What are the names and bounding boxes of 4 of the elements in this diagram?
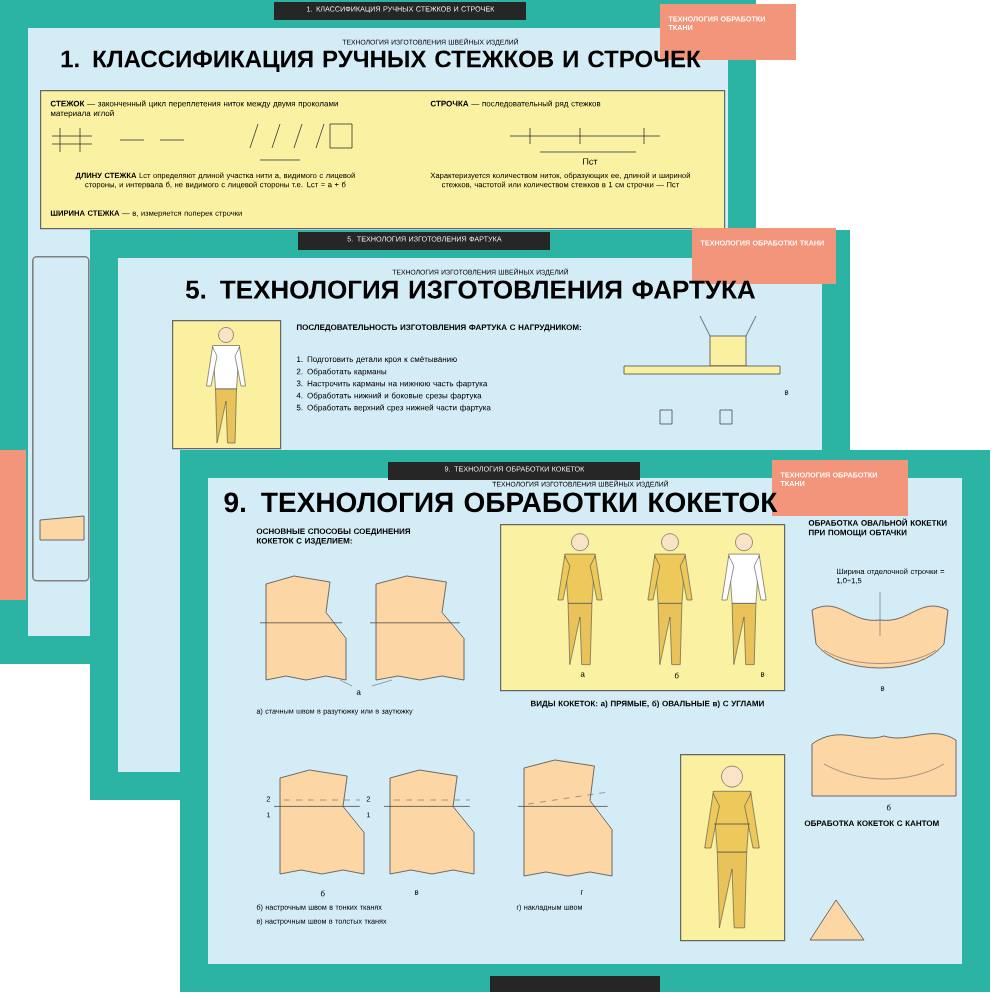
poster-title: 9. ТЕХНОЛОГИЯ ОБРАБОТКИ КОКЕТОК — [224, 492, 778, 513]
note-panel — [32, 256, 90, 582]
info-panel — [40, 90, 726, 230]
poster-title: 5. ТЕХНОЛОГИЯ ИЗГОТОВЛЕНИЯ ФАРТУКА — [186, 280, 755, 299]
